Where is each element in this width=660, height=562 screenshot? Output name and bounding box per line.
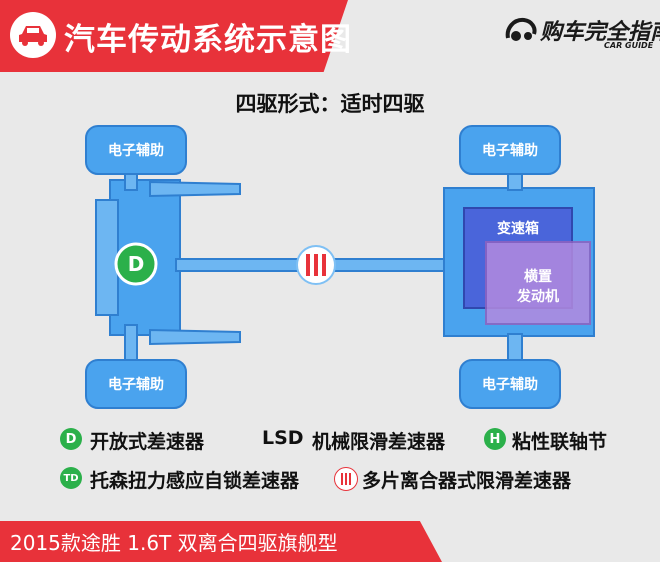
clutch-plate-1 bbox=[306, 254, 310, 276]
model-name: 2015款途胜 1.6T 双离合四驱旗舰型 bbox=[10, 531, 338, 555]
rear-lower-link bbox=[149, 328, 241, 346]
wheel-label-rear-right: 电子辅助 bbox=[108, 377, 164, 393]
legend-torsen-label: 托森扭力感应自锁差速器 bbox=[90, 470, 300, 492]
front-left-wheel bbox=[459, 125, 561, 175]
wheel-label-front-left: 电子辅助 bbox=[482, 143, 538, 159]
legend-viscous-label: 粘性联轴节 bbox=[512, 431, 608, 453]
legend-viscous-icon: H bbox=[484, 428, 506, 450]
legend-lsd-label: 机械限滑差速器 bbox=[312, 431, 446, 453]
header: 汽车传动系统示意图 购车完全指南 CAR GUIDE bbox=[0, 0, 660, 72]
front-diff-letter: D bbox=[127, 252, 145, 276]
legend-torsen-icon: TD bbox=[60, 467, 82, 489]
drivetrain-diagram: 电子辅助 电子辅助 电子辅助 电子辅助 D 变速箱 横置 发动机 bbox=[0, 120, 660, 420]
car-icon bbox=[10, 12, 56, 58]
clutch-plate-3 bbox=[322, 254, 326, 276]
legend-multiplate-icon bbox=[334, 467, 358, 491]
wheel-label-front-right: 电子辅助 bbox=[482, 377, 538, 393]
drive-type-title: 四驱形式：适时四驱 bbox=[235, 92, 425, 116]
legend-lsd-icon: LSD bbox=[262, 427, 304, 449]
gearbox-label: 变速箱 bbox=[497, 221, 539, 237]
engine-block bbox=[485, 241, 591, 325]
rear-upper-link bbox=[149, 180, 241, 198]
clutch-plate-2 bbox=[314, 254, 318, 276]
footer-bar bbox=[0, 521, 442, 562]
title-bar bbox=[0, 0, 348, 72]
front-right-wheel bbox=[459, 359, 561, 409]
legend-open-diff-label: 开放式差速器 bbox=[90, 431, 205, 453]
logo-subtext: CAR GUIDE bbox=[604, 41, 654, 50]
rear-left-wheel bbox=[85, 125, 187, 175]
engine-label-line2: 发动机 bbox=[517, 289, 559, 305]
rear-right-wheel bbox=[85, 359, 187, 409]
drivetrain-drawing bbox=[85, 125, 595, 409]
logo-icon bbox=[505, 17, 537, 41]
legend-multiplate-label: 多片离合器式限滑差速器 bbox=[362, 470, 572, 492]
logo-text: 购车完全指南 bbox=[540, 20, 660, 45]
page-title: 汽车传动系统示意图 bbox=[64, 22, 352, 58]
rear-subframe bbox=[95, 199, 119, 316]
engine-label-line1: 横置 bbox=[524, 269, 552, 285]
brand-logo: 购车完全指南 CAR GUIDE bbox=[504, 14, 660, 54]
legend-open-diff-icon: D bbox=[60, 428, 82, 450]
open-differential-icon bbox=[114, 242, 158, 286]
wheel-label-rear-left: 电子辅助 bbox=[108, 143, 164, 159]
